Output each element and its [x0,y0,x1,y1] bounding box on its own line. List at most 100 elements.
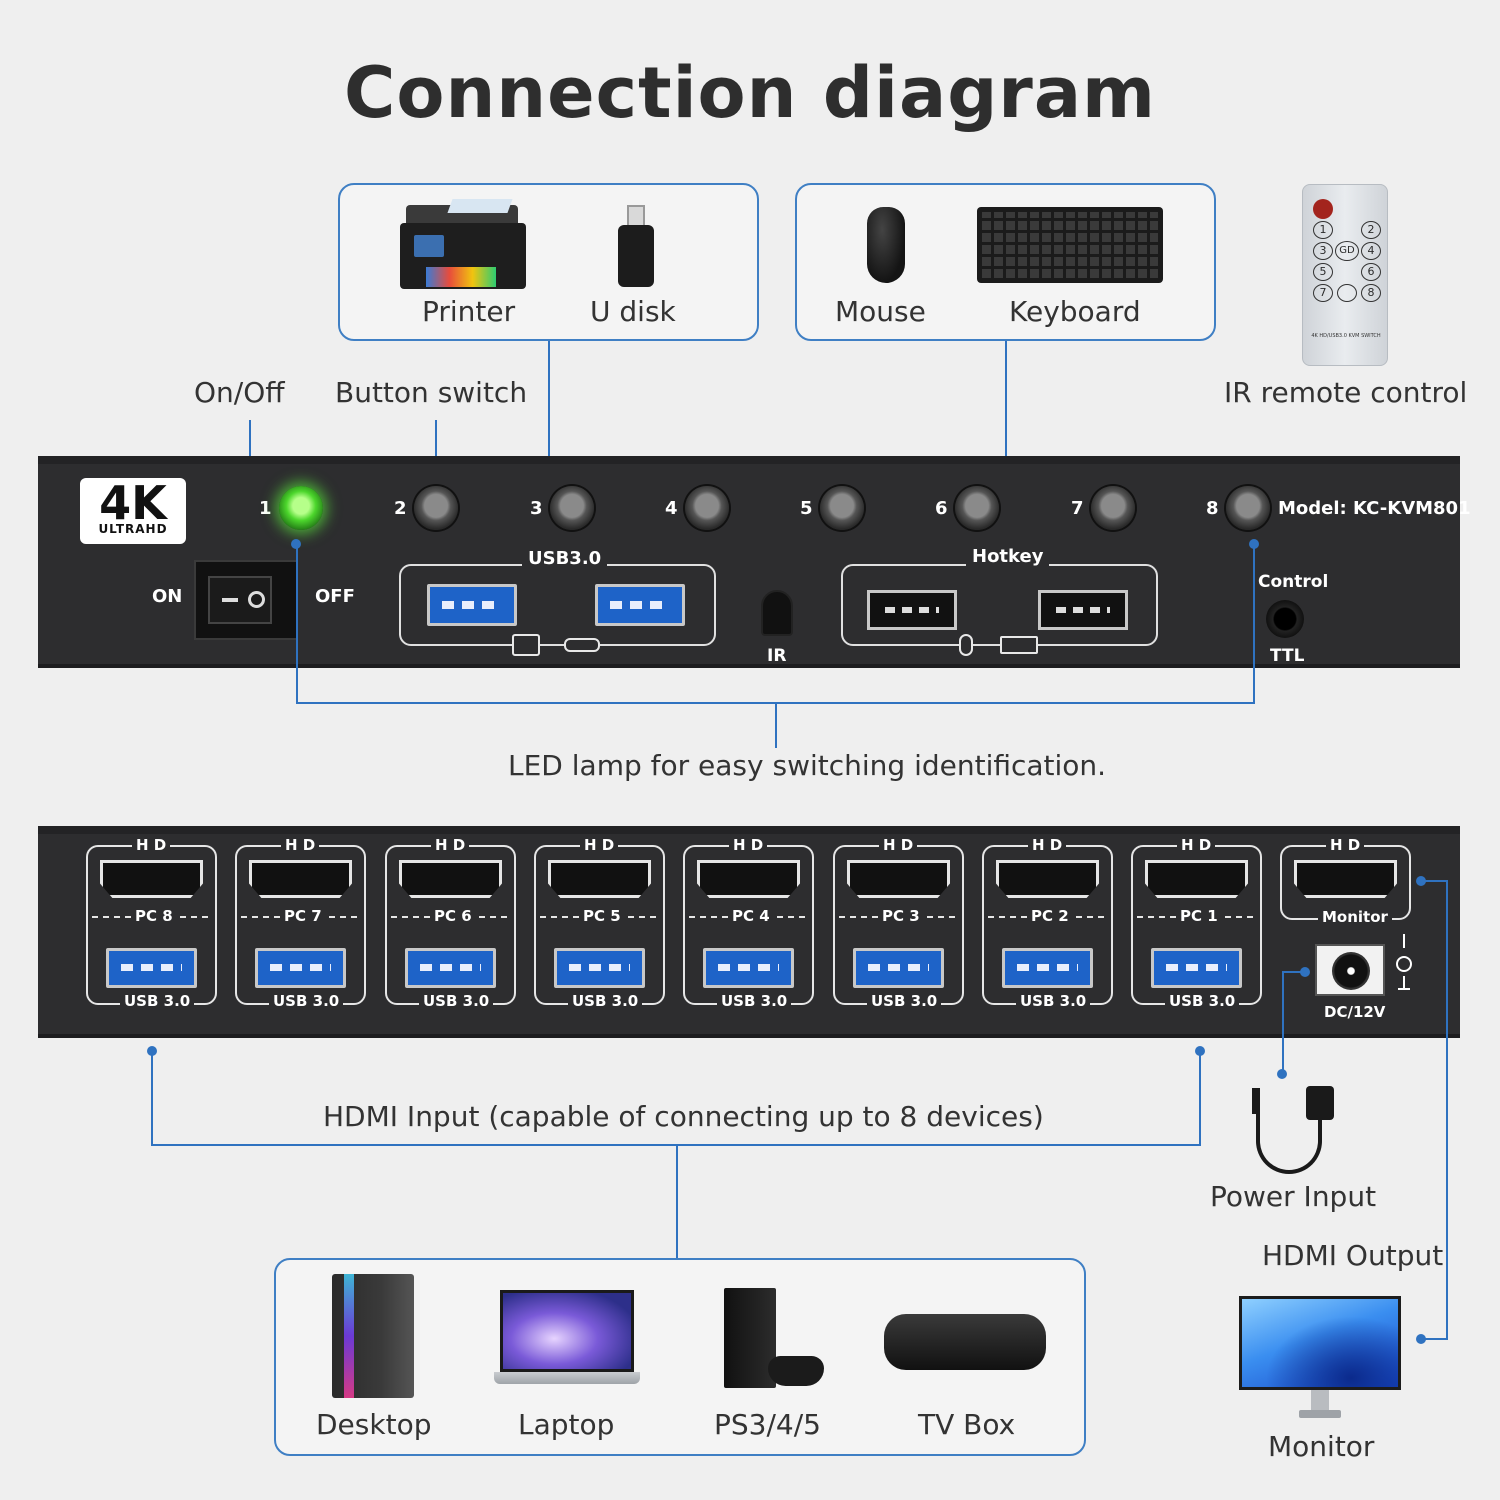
hotkey-label: Hotkey [966,546,1050,567]
pc-8-button[interactable] [1226,486,1270,530]
pc-7-button[interactable] [1091,486,1135,530]
model-label: Model: KC-KVM801 [1278,498,1471,519]
monitor-label: Monitor [1268,1430,1375,1463]
usb-port-label: USB 3.0 [1165,992,1240,1010]
pc-2-button[interactable] [414,486,458,530]
hdmi-input-port-pc-4[interactable] [697,860,800,898]
pc-port-label: PC 7 [281,907,325,925]
source-devices-box: Desktop Laptop PS3/4/5 TV Box [274,1258,1086,1456]
hdmi-input-port-pc-6[interactable] [399,860,502,898]
button-number: 3 [530,498,543,519]
switch-off-label: OFF [315,586,355,607]
pc-port-label: PC 4 [729,907,773,925]
usb-port-label: USB 3.0 [120,992,195,1010]
pc-port-label: PC 1 [1177,907,1221,925]
connector-line [676,1146,678,1258]
keyboard-label: Keyboard [1009,295,1141,328]
usb3-port-pc-7[interactable] [255,948,346,988]
remote-key-2: 2 [1361,221,1381,239]
hdmi-input-port-pc-8[interactable] [100,860,203,898]
hdmi-input-port-pc-3[interactable] [847,860,950,898]
usb-port-label: USB 3.0 [1016,992,1091,1010]
usb3-port-pc-2[interactable] [1002,948,1093,988]
pc-port-label: PC 8 [132,907,176,925]
4k-ultrahd-logo: 4K ULTRAHD [80,476,186,544]
button-number: 6 [935,498,948,519]
remote-key-4: 4 [1361,242,1381,260]
led-caption: LED lamp for easy switching identificati… [508,749,1107,782]
button-number: 4 [665,498,678,519]
connector-line [296,544,298,704]
ir-label: IR [767,646,787,666]
pc-3-button[interactable] [550,486,594,530]
usb3-port-pc-5[interactable] [554,948,645,988]
usb3-port-printer[interactable] [427,584,517,626]
switch-on-label: ON [152,586,183,607]
usb-port-label: USB 3.0 [568,992,643,1010]
hd-label: H D [1177,836,1216,854]
ir-remote-label: IR remote control [1224,376,1468,409]
remote-key-circle [1337,284,1357,302]
power-input-label: Power Input [1210,1180,1377,1213]
on-off-callout: On/Off [194,376,285,409]
game-console-icon [724,1288,828,1392]
usb3-port-pc-4[interactable] [703,948,794,988]
keyboard-icon [977,207,1163,283]
polarity-icon [1394,934,1414,998]
udisk-port-icon [564,638,600,652]
hdmi-input-port-pc-2[interactable] [996,860,1099,898]
usb3-port-udisk[interactable] [595,584,685,626]
hdmi-input-caption: HDMI Input (capable of connecting up to … [323,1100,1044,1133]
connector-line [1446,880,1448,1340]
usb3-port-pc-6[interactable] [405,948,496,988]
remote-power-button [1313,199,1333,219]
hdmi-input-port-pc-7[interactable] [249,860,352,898]
ps-label: PS3/4/5 [714,1408,821,1441]
hd-label: H D [729,836,768,854]
usb-port-label: USB 3.0 [867,992,942,1010]
remote-text: 4K HD/USB3.0 KVM SWITCH [1311,333,1381,339]
usb3-port-pc-8[interactable] [106,948,197,988]
pc-6-button[interactable] [955,486,999,530]
printer-label: Printer [422,295,516,328]
ttl-jack[interactable] [1266,600,1304,638]
usb-port-label: USB 3.0 [269,992,344,1010]
ttl-label: TTL [1270,646,1305,666]
connector-dot [1300,967,1310,977]
connector-line [1421,880,1448,882]
hd-label: H D [580,836,619,854]
keyboard-port-icon [1000,636,1038,654]
connector-line [1283,971,1303,973]
printer-icon [400,199,526,289]
usb-port-mouse[interactable] [867,590,957,630]
monitor-icon [1239,1296,1401,1420]
usb-port-keyboard[interactable] [1038,590,1128,630]
button-switch-callout: Button switch [335,376,528,409]
button-number: 2 [394,498,407,519]
connector-line [548,341,550,534]
hdmi-input-port-pc-5[interactable] [548,860,651,898]
usb-port-label: USB 3.0 [717,992,792,1010]
power-switch[interactable] [194,560,298,640]
monitor-hd-label: H D [1326,836,1365,854]
kvm-front-panel: 4K ULTRAHD ON OFF 1 2 3 4 5 6 7 8 Model:… [38,456,1471,668]
hdmi-output-port[interactable] [1294,860,1397,898]
usb3-port-pc-1[interactable] [1151,948,1242,988]
pc-5-button[interactable] [820,486,864,530]
pc-1-button[interactable] [279,486,323,530]
connector-line [151,1051,153,1146]
hd-label: H D [132,836,171,854]
pc-4-button[interactable] [685,486,729,530]
mouse-port-icon [959,634,973,656]
hdmi-output-label: HDMI Output [1262,1239,1444,1272]
remote-key-3: 3 [1313,242,1333,260]
mouse-icon [867,207,905,283]
usb3-port-pc-3[interactable] [853,948,944,988]
dc-power-jack[interactable] [1315,944,1385,996]
mouse-label: Mouse [835,295,926,328]
hdmi-input-port-pc-1[interactable] [1145,860,1248,898]
button-number: 8 [1206,498,1219,519]
pc-port-label: PC 5 [580,907,624,925]
button-number: 5 [800,498,813,519]
hd-label: H D [879,836,918,854]
